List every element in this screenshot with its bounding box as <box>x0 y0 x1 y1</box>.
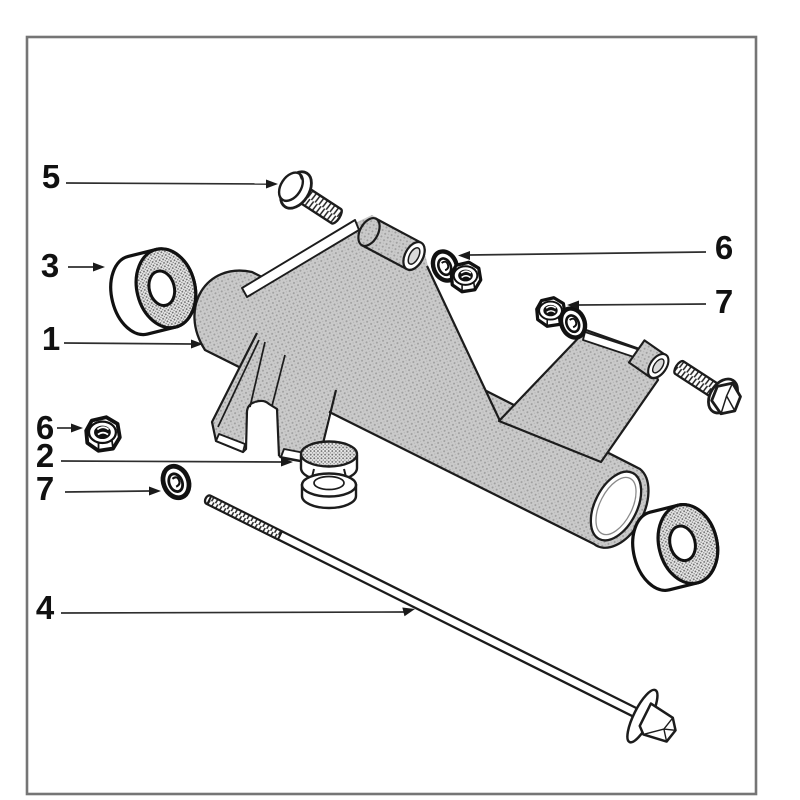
part-washer-7-left <box>158 462 193 501</box>
arm-right-bracket <box>497 328 670 464</box>
arrowhead-4 <box>402 607 415 617</box>
arrowhead-6-left <box>71 423 83 433</box>
part-flange-bolt-right <box>673 359 742 416</box>
callout-label-1: 1 <box>42 320 60 357</box>
arrowhead-7-left <box>149 486 161 496</box>
diagram-frame-border <box>25 35 758 796</box>
part-nut-6-right <box>449 260 483 294</box>
leader-lines <box>57 182 707 614</box>
arrowhead-2 <box>281 457 293 467</box>
callout-label-5: 5 <box>42 158 60 195</box>
callout-label-2: 2 <box>36 437 54 474</box>
arm-top-bracket <box>241 215 501 422</box>
callout-label-3: 3 <box>41 247 59 284</box>
arrowhead-6-right <box>458 251 470 260</box>
callout-labels: 5 3 1 6 2 7 4 6 7 <box>36 158 733 626</box>
top-bracket-sleeve <box>357 216 426 271</box>
part-bushing-lower <box>631 502 720 592</box>
top-bracket-edge-band <box>241 219 360 298</box>
right-bracket-sleeve <box>627 339 670 380</box>
arm-tube <box>193 269 650 549</box>
arm-tube-end-face <box>589 470 643 542</box>
leader-line-7-left <box>64 490 150 493</box>
leader-line-1 <box>63 342 192 345</box>
part-flange-bolt-upper <box>277 170 343 225</box>
part-bumper <box>299 440 359 510</box>
part-nut-6-left <box>84 415 122 453</box>
arrowhead-3 <box>93 262 105 272</box>
part-bushing-upper <box>109 247 198 337</box>
leader-line-2 <box>60 460 282 463</box>
leader-line-6-right <box>469 251 707 256</box>
leader-line-4 <box>60 611 405 614</box>
callout-label-7-left: 7 <box>36 470 54 507</box>
leader-line-7-right <box>578 303 707 306</box>
arrowhead-1 <box>191 339 203 349</box>
part-control-arm <box>193 215 670 549</box>
leader-line-5 <box>65 182 267 185</box>
callout-label-6-left: 6 <box>36 409 54 446</box>
callout-label-7-right: 7 <box>715 283 733 320</box>
callout-label-4: 4 <box>36 589 55 626</box>
arrowhead-7-right <box>567 300 579 310</box>
part-long-bolt <box>203 494 677 744</box>
leader-arrowheads <box>71 179 579 617</box>
callout-label-6-right: 6 <box>715 229 733 266</box>
arrowhead-5 <box>266 179 278 189</box>
